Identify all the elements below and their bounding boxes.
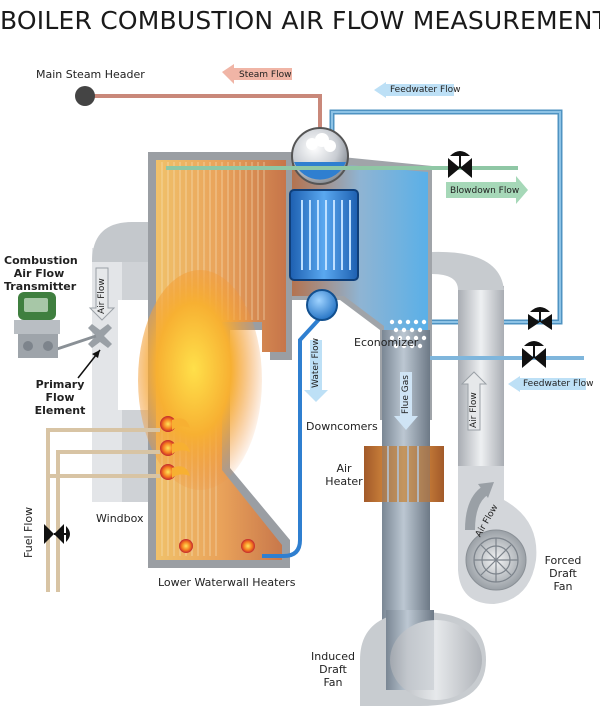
downcomers-label: Downcomers [306,420,378,433]
air-flow-arrow-fan [465,482,494,531]
flue-gas-arrow [394,372,418,430]
burner-3 [160,464,190,480]
water-flow-label: Water Flow [311,337,321,388]
feedwater-flow-top-label: Feedwater Flow [390,85,461,95]
mud-drum [306,289,338,321]
burner-1 [160,416,190,432]
steam-flow-label: Steam Flow [239,70,292,80]
primary-flow-element-label: Primary Flow Element [30,378,90,417]
blowdown-flow-arrow [446,176,528,204]
flue-gas-label: Flue Gas [401,375,411,414]
induced-draft-fan-label-line-2: Draft [319,663,347,676]
feedwater-flow-right-label: Feedwater Flow [523,379,594,389]
fuel-valve-icon [44,524,70,544]
air-heater [364,446,444,502]
forced-draft-fan [458,466,537,604]
steam-drum [291,127,349,185]
feedwater-valve-icon [522,341,546,368]
windbox-label: Windbox [96,512,144,525]
combustion-transmitter-label-line-3: Transmitter [4,280,77,293]
induced-draft-fan-label: Induced Draft Fan [308,650,358,689]
blowdown-flow-label: Blowdown Flow [450,186,520,196]
combustion-transmitter-label: Combustion Air Flow Transmitter [4,254,78,293]
economizer-feedwater-valve-icon [528,307,552,330]
induced-draft-fan-label-line-3: Fan [323,676,343,689]
forced-draft-fan-label-line-3: Fan [553,580,573,593]
lower-waterwall-heater-2 [241,539,255,553]
air-flow-transmitter-icon [14,292,97,358]
air-heater-label: Air Heater [322,462,366,488]
air-flow-arrow-left [88,267,116,321]
downcomer-pipe [262,314,324,558]
forced-draft-fan-label-line-2: Draft [549,567,577,580]
fuel-flow-label: Fuel Flow [22,506,35,558]
forced-draft-fan-label: Forced Draft Fan [538,554,588,593]
superheater [289,189,359,281]
air-flow-arrow-right [460,371,488,431]
forced-draft-fan-label-line-1: Forced [544,554,582,567]
economizer-label: Economizer [354,336,419,349]
air-flow-left-label: Air Flow [97,278,107,314]
feedwater-flow-arrow-right [508,376,586,392]
air-heater-label-line-2: Heater [325,475,363,488]
air-heater-label-line-1: Air [336,462,352,475]
lower-waterwall-heater-1 [179,539,193,553]
primary-flow-element-label-line-1: Primary [35,378,85,391]
steam-flow-arrow [222,64,292,84]
primary-flow-element-label-line-3: Element [34,404,86,417]
feedwater-flow-arrow-top [374,82,454,98]
lower-waterwall-heaters-label: Lower Waterwall Heaters [158,576,296,589]
main-steam-header-label: Main Steam Header [36,68,145,81]
diagram-title: BOILER COMBUSTION AIR FLOW MEASUREMENT [0,6,600,35]
economizer [389,319,427,349]
furnace [138,152,292,568]
air-flow-right-label: Air Flow [469,392,479,428]
combustion-transmitter-label-line-1: Combustion [4,254,78,267]
main-steam-header [75,86,95,106]
blowdown-valve-icon [448,151,472,178]
induced-draft-fan-label-line-1: Induced [311,650,355,663]
primary-flow-element-label-line-2: Flow [45,391,75,404]
water-flow-arrow [304,340,328,402]
induced-draft-fan [360,610,486,706]
primary-flow-element-icon [88,324,112,348]
burner-2 [160,440,190,456]
combustion-transmitter-label-line-2: Air Flow [13,267,65,280]
primary-flow-element-pointer [77,349,101,379]
steam-pipe [88,94,322,128]
